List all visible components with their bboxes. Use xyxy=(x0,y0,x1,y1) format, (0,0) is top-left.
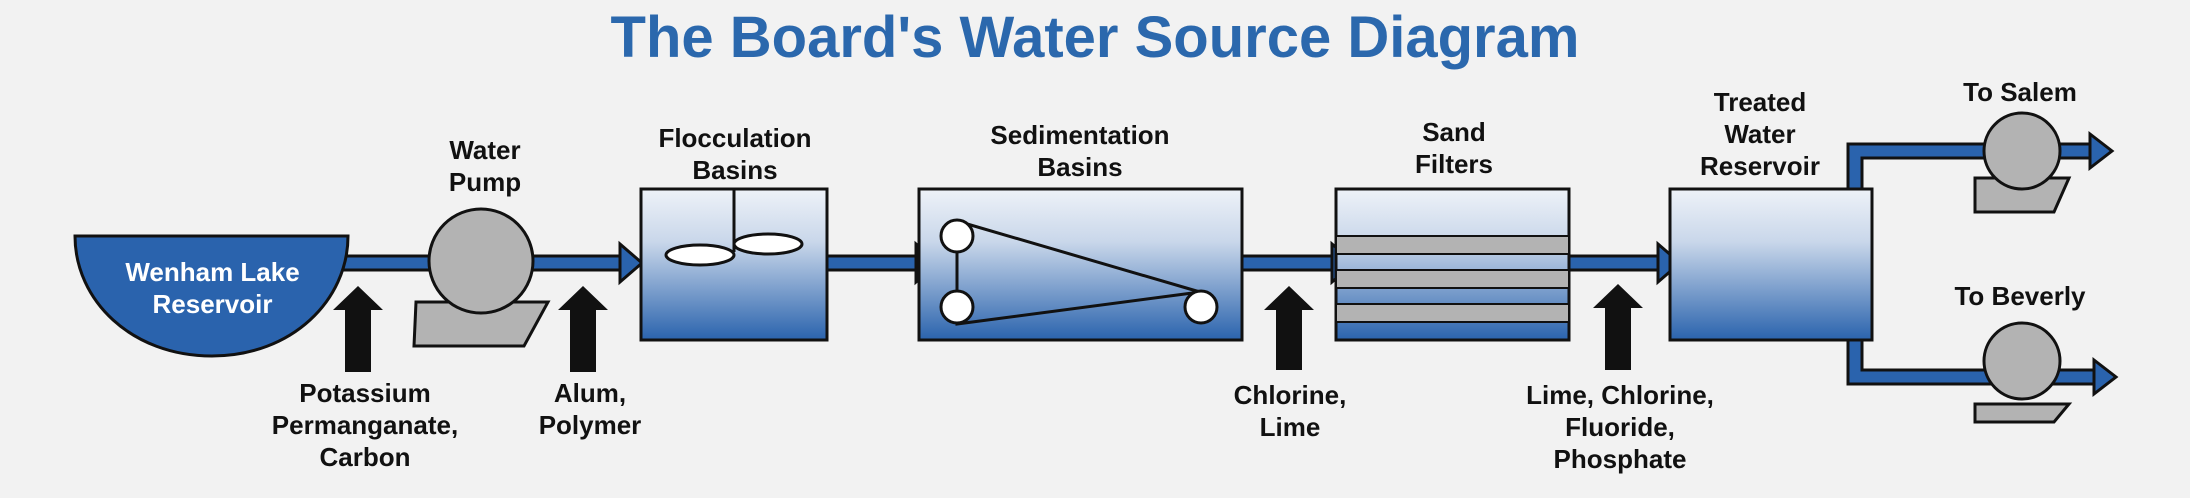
pipe-filters-to-treated xyxy=(1566,254,1662,272)
pipe-sedimentation-to-filters xyxy=(1240,254,1336,272)
sand-filters-tank xyxy=(1334,187,1571,342)
arrow-up-icon xyxy=(333,286,383,372)
sedimentation-basin-tank xyxy=(917,187,1244,342)
pipe-flocculation-to-sedimentation xyxy=(824,254,920,272)
pipe-pump-to-flocculation xyxy=(528,254,624,272)
pipe-reservoir-to-pump xyxy=(340,254,432,272)
chemical-label-3: Chlorine, Lime xyxy=(1233,380,1347,442)
salem-pump-icon xyxy=(1973,111,2072,214)
arrowhead-salem xyxy=(2088,130,2115,172)
beverly-pump-icon xyxy=(1973,321,2073,424)
arrow-up-icon xyxy=(1264,286,1314,370)
treated-water-reservoir-tank xyxy=(1668,187,1874,342)
flocculation-basin-tank xyxy=(639,187,829,342)
sedimentation-label: Sedimentation Basins xyxy=(990,120,1170,182)
reservoir-label: Wenham Lake Reservoir xyxy=(125,257,300,319)
water-pump-label: Water Pump xyxy=(448,135,522,197)
arrow-up-icon xyxy=(558,286,608,372)
treated-water-reservoir-label: Treated Water Reservoir xyxy=(1700,87,1820,181)
water-pump-icon xyxy=(412,207,551,348)
arrowhead-flocculation xyxy=(618,240,645,286)
to-beverly-label: To Beverly xyxy=(1954,281,2086,311)
arrow-up-icon xyxy=(1593,284,1643,370)
chemical-arrows xyxy=(333,284,1643,372)
chemical-label-1: Potassium Permanganate, Carbon xyxy=(271,378,459,472)
to-salem-label: To Salem xyxy=(1963,77,2077,107)
sand-filters-label: Sand Filters xyxy=(1414,117,1494,179)
wenham-lake-reservoir-shape xyxy=(73,234,350,358)
chemical-label-4: Lime, Chlorine, Fluoride, Phosphate xyxy=(1526,380,1714,474)
arrowhead-beverly xyxy=(2092,356,2119,398)
chemical-label-2: Alum, Polymer xyxy=(538,378,642,440)
diagram-title: The Board's Water Source Diagram xyxy=(610,5,1580,70)
flocculation-label: Flocculation Basins xyxy=(658,123,812,185)
